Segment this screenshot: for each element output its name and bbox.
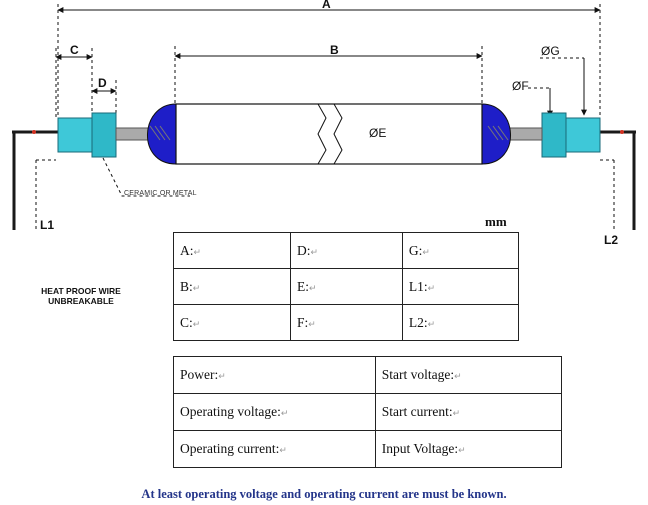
label-g: ØG [541,44,560,58]
dimension-l2-line [600,159,615,318]
left-metal-pin [115,127,149,141]
paragraph-mark-icon: ↵ [192,318,201,329]
electrical-cell-label: Start voltage: [381,367,455,382]
paragraph-mark-icon: ↵ [192,282,201,293]
label-b: B [330,43,339,57]
left-ceramic-collar [91,112,117,158]
dimension-row: B:↵E:↵L1:↵ [172,268,520,305]
electrical-table: Power:↵Start voltage:↵Operating voltage:… [173,356,563,468]
dimension-cell[interactable]: A:↵ [172,232,292,269]
dimension-cell-label: A: [180,242,194,258]
electrical-cell[interactable]: Operating voltage:↵ [173,393,376,431]
paragraph-mark-icon: ↵ [193,246,202,257]
electrical-cell-label: Start current: [381,404,453,419]
right-wire [598,130,636,290]
dimension-cell-label: E: [297,278,310,294]
right-ceramic-cap [565,117,601,153]
electrical-cell[interactable]: Input Voltage:↵ [374,430,563,468]
wire-note: HEAT PROOF WIRE UNBREAKABLE [36,286,126,306]
left-wire-joint [32,130,36,134]
dimension-cell[interactable]: C:↵ [172,304,292,341]
ceramic-note: CERAMIC OR METAL [124,190,197,197]
paragraph-mark-icon: ↵ [454,371,462,381]
dimension-d-line [91,80,117,118]
right-ceramic-collar [541,112,567,158]
dimension-cell-label: F: [297,314,309,330]
paragraph-mark-icon: ↵ [218,371,226,381]
label-e: ØE [369,126,387,140]
dimension-cell[interactable]: E:↵ [290,268,403,305]
left-ceramic-cap [57,117,93,153]
label-d: D [98,76,107,90]
electrical-cell-label: Power: [180,367,219,382]
electrical-cell[interactable]: Start voltage:↵ [374,356,563,394]
electrical-row: Power:↵Start voltage:↵ [173,356,563,394]
lamp-diagram: A B C D ØE ØF ØG L1 L2 CERAMIC OR METAL [0,0,648,318]
dimension-cell-label: L2: [408,314,428,330]
left-end-dome [147,103,177,165]
footer-note: At least operating voltage and operating… [141,487,507,501]
dimension-b-line [174,46,483,104]
dimension-g-leader [540,57,587,116]
dimension-table: A:↵D:↵G:↵B:↵E:↵L1:↵C:↵F:↵L2:↵ [172,232,520,341]
dimension-cell-label: B: [180,278,193,294]
tube-break [317,103,343,165]
label-l1: L1 [40,218,55,232]
dimension-cell-label: D: [297,242,311,258]
dimension-row: C:↵F:↵L2:↵ [172,304,520,341]
right-metal-pin [509,127,543,141]
paragraph-mark-icon: ↵ [310,246,319,257]
electrical-cell[interactable]: Power:↵ [173,356,376,394]
right-wire-joint [620,130,624,134]
electrical-row: Operating voltage:↵Start current:↵ [173,393,563,431]
label-a: A [322,0,331,11]
wire-note-line-2: UNBREAKABLE [48,296,114,306]
dimension-cell[interactable]: D:↵ [290,232,403,269]
label-l2: L2 [604,233,619,247]
lamp-drawing [7,4,641,318]
paragraph-mark-icon: ↵ [452,408,461,418]
electrical-cell-label: Operating voltage: [180,404,281,419]
dimension-cell-label: G: [408,242,423,258]
dimension-cell-label: L1: [408,278,428,294]
dimension-f-leader [528,87,553,117]
ceramic-leader [102,157,190,197]
electrical-cell-label: Input Voltage: [381,441,459,456]
dimension-c-line [55,48,93,118]
paragraph-mark-icon: ↵ [280,408,289,418]
paragraph-mark-icon: ↵ [279,445,287,455]
paragraph-mark-icon: ↵ [427,282,436,293]
paragraph-mark-icon: ↵ [427,318,436,329]
wire-note-line-1: HEAT PROOF WIRE [41,286,121,296]
label-f: ØF [512,79,529,93]
dimension-cell[interactable]: F:↵ [290,304,403,341]
lamp-tube [175,103,483,165]
label-c: C [70,43,79,57]
paragraph-mark-icon: ↵ [309,282,317,293]
dimension-cell[interactable]: L1:↵ [401,268,520,305]
dimension-cell-label: C: [180,314,193,330]
electrical-cell-label: Operating current: [180,441,280,456]
paragraph-mark-icon: ↵ [458,445,466,455]
electrode-hatching [149,125,509,141]
electrical-cell[interactable]: Start current:↵ [374,393,563,431]
electrical-row: Operating current:↵Input Voltage:↵ [173,430,563,468]
dimension-cell[interactable]: L2:↵ [401,304,520,341]
electrical-cell[interactable]: Operating current:↵ [173,430,376,468]
dimension-cell[interactable]: B:↵ [172,268,292,305]
right-end-dome [481,103,511,165]
dimension-a-line [57,4,601,130]
dimension-cell[interactable]: G:↵ [401,232,520,269]
unit-label: mm [485,214,507,229]
dimension-row: A:↵D:↵G:↵ [172,232,520,269]
paragraph-mark-icon: ↵ [308,318,316,329]
paragraph-mark-icon: ↵ [422,246,430,257]
